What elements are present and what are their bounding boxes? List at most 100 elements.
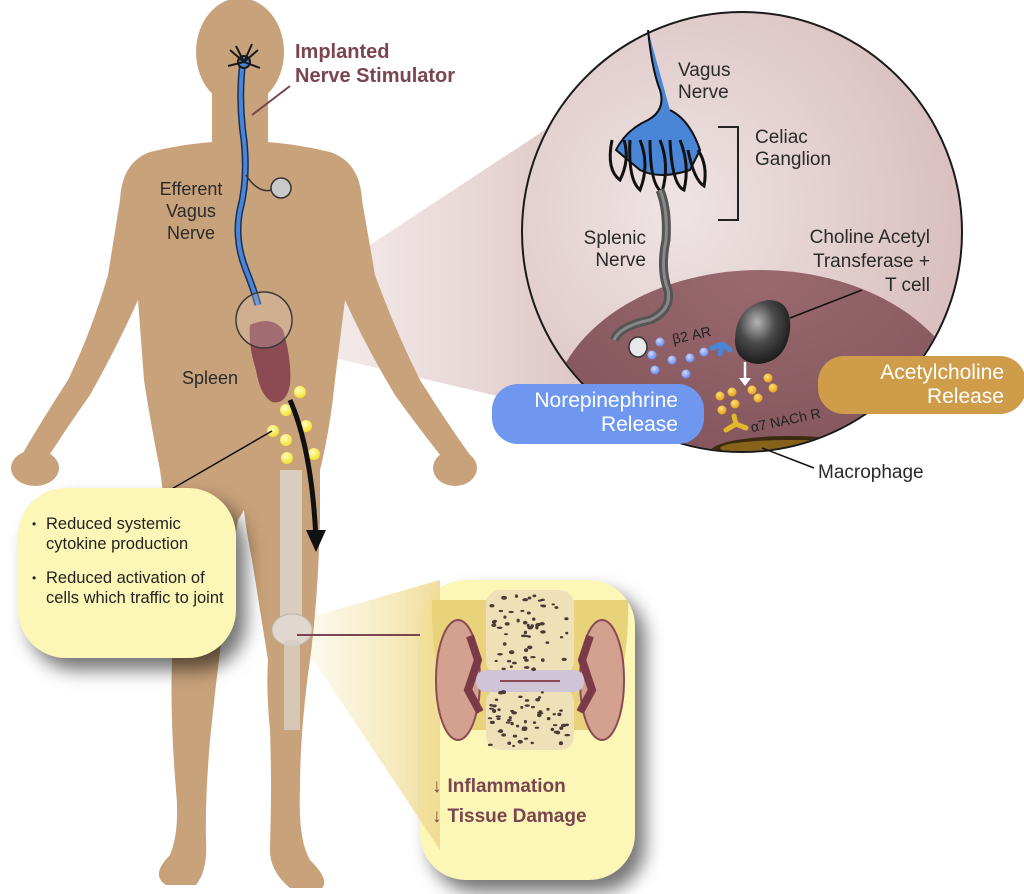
bone-pore — [551, 603, 555, 606]
bone-pore — [521, 728, 527, 731]
bone-pore — [494, 698, 499, 702]
spleen-label: Spleen — [182, 368, 239, 388]
bone-pore — [561, 657, 567, 662]
bone-pore — [524, 704, 530, 707]
bone-pore — [539, 621, 545, 626]
nerve-terminal — [628, 336, 648, 358]
bone-pore — [550, 727, 555, 732]
bone-pore — [512, 734, 518, 738]
inset-vagus-nerve — [614, 29, 702, 176]
bone-pore — [527, 626, 534, 630]
bone-pore — [540, 658, 545, 662]
bone-pore — [508, 610, 514, 614]
bone-pore — [564, 617, 569, 621]
bone-pore — [530, 705, 535, 709]
bone-pore — [497, 653, 503, 656]
inflamed-joint — [431, 590, 629, 750]
bone-pore — [515, 724, 520, 728]
bone-pore — [523, 630, 528, 635]
bone-pore — [537, 712, 544, 715]
bone-pore — [504, 622, 510, 626]
bone-pore — [560, 723, 567, 728]
bone-pore — [514, 594, 519, 598]
acetylcholine-release-pill: Acetylcholine Release — [818, 356, 1024, 414]
bone-pore — [540, 630, 546, 634]
bone-pore — [511, 711, 517, 715]
bone-pore — [552, 724, 558, 727]
bone-pore — [532, 721, 537, 725]
bone-pore — [494, 659, 498, 663]
effects-leader-line — [169, 430, 273, 491]
bone-pore — [503, 615, 507, 619]
bone-pore — [512, 661, 517, 665]
celiac-ganglion-label: Celiac Ganglion — [755, 127, 832, 170]
bone-pore — [496, 717, 501, 721]
bone-pore — [489, 720, 495, 725]
bone-pore — [523, 737, 529, 740]
celiac-bracket — [718, 126, 739, 221]
bone-pore — [492, 709, 497, 713]
bone-pore — [527, 596, 532, 600]
bone-pore — [502, 642, 507, 646]
migrating-cells — [267, 386, 320, 464]
pulse-generator — [245, 174, 292, 199]
bone-pore — [487, 717, 493, 720]
bone-pore — [489, 703, 493, 707]
bone-pore — [540, 691, 544, 694]
bone-pore — [522, 620, 528, 625]
magnification-cone-inset — [266, 120, 600, 420]
effect-item: Reduced activation of cells which traffi… — [32, 568, 232, 608]
alpha7-receptor — [723, 413, 749, 433]
bone-pore — [535, 625, 539, 630]
bone-pore — [530, 741, 534, 745]
bone-pore — [516, 618, 520, 623]
bone-pore — [491, 620, 497, 625]
bone-pore — [501, 595, 506, 598]
outcome-text: Inflammation — [447, 776, 566, 797]
outcome-item: ↓Inflammation — [432, 772, 587, 802]
bone-pore — [496, 626, 503, 629]
bone-pore — [558, 741, 564, 746]
bone-pore — [564, 733, 571, 737]
bone-pore — [524, 699, 530, 702]
bone-pore — [495, 715, 501, 718]
bone-pore — [530, 655, 536, 659]
bone-pore — [508, 716, 512, 720]
bone-pore — [534, 726, 540, 729]
bone-pore — [535, 622, 541, 627]
bone-pore — [489, 707, 494, 710]
bone-pore — [509, 665, 513, 669]
bone-pore — [557, 712, 562, 717]
vagus-nerve-label: Vagus Nerve — [678, 60, 731, 103]
bone-pore — [498, 690, 504, 695]
trafficking-arrow — [287, 398, 319, 541]
bone-pore — [537, 599, 543, 602]
bone-pore — [524, 658, 529, 662]
down-arrow-icon: ↓ — [432, 776, 442, 797]
bone-pore — [517, 739, 523, 744]
bone-pore — [532, 617, 536, 621]
bone-pore — [531, 667, 537, 672]
norepinephrine-release-pill: Norepinephrine Release — [492, 384, 704, 444]
choline-tcell-label: Choline Acetyl Transferase + T cell — [809, 227, 930, 296]
bone-pore — [487, 743, 493, 747]
bone-pore — [559, 709, 563, 712]
systemic-effects-list: Reduced systemic cytokine production Red… — [32, 514, 232, 622]
bone-pore — [518, 695, 523, 699]
spleen-magnifier — [235, 291, 293, 349]
bone-pore — [507, 718, 512, 722]
bone-pore — [545, 641, 550, 644]
efferent-vagus-label: Efferent Vagus Nerve — [159, 179, 223, 243]
bone-pore — [504, 633, 508, 636]
bone-pore — [520, 609, 525, 612]
t-cell — [735, 300, 791, 364]
bone-pore — [527, 645, 533, 650]
bone-pore — [526, 611, 531, 615]
bone-pore — [505, 721, 511, 724]
macrophage-leader-line — [761, 447, 815, 469]
celiac-ganglion — [608, 139, 707, 195]
bone-pore — [559, 636, 564, 639]
stimulator-leader-line — [251, 85, 291, 116]
